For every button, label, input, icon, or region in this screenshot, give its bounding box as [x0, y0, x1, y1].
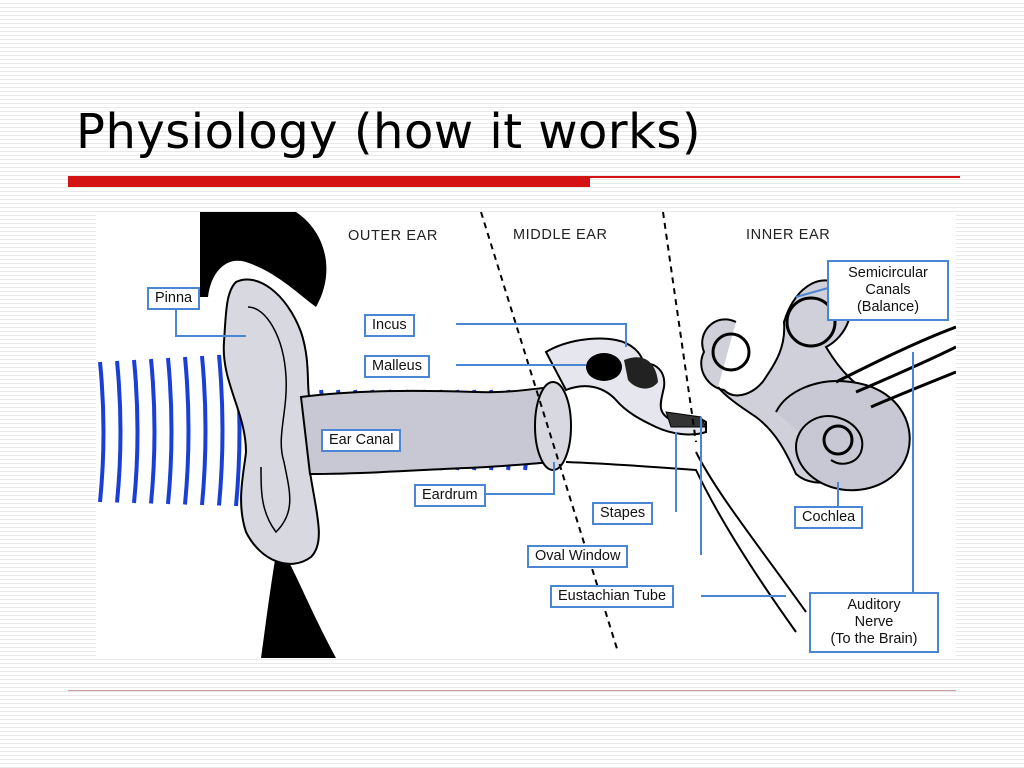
- label-oval-window: Oval Window: [527, 545, 629, 568]
- auditory-nerve-lines: [835, 325, 956, 409]
- title-underline-thin: [590, 176, 960, 178]
- pinna-shape: [222, 278, 320, 565]
- middle-inner-divider: [662, 212, 697, 443]
- ear-anatomy-diagram: OUTER EAR MIDDLE EAR INNER EAR Pinna Inc…: [96, 212, 956, 658]
- eustachian-tube-shape: [565, 461, 797, 633]
- label-ear-canal: Ear Canal: [321, 429, 402, 452]
- label-incus: Incus: [364, 314, 415, 337]
- leader-lines: [175, 287, 914, 597]
- label-eardrum: Eardrum: [414, 484, 486, 507]
- stapes-shape: [665, 411, 707, 428]
- sound-wave-arc: [132, 359, 140, 504]
- footer-divider: [68, 690, 956, 691]
- label-semicircular-canals: Semicircular Canals (Balance): [827, 260, 949, 321]
- label-cochlea: Cochlea: [794, 506, 864, 529]
- section-label-outer-ear: OUTER EAR: [348, 228, 438, 244]
- label-malleus: Malleus: [364, 355, 430, 378]
- ear-illustration: [98, 212, 956, 658]
- semicircular-loop-2: [711, 332, 751, 372]
- sound-wave-arc: [166, 357, 174, 505]
- section-label-middle-ear: MIDDLE EAR: [513, 227, 608, 243]
- label-pinna: Pinna: [147, 287, 201, 310]
- incus-body: [624, 357, 658, 389]
- sound-wave-arc: [98, 361, 106, 503]
- section-label-inner-ear: INNER EAR: [746, 227, 831, 243]
- eustachian-tube-inner: [695, 451, 807, 613]
- label-auditory-nerve: Auditory Nerve (To the Brain): [809, 592, 939, 653]
- cochlea-spiral-center: [822, 424, 854, 456]
- label-eustachian-tube: Eustachian Tube: [550, 585, 675, 608]
- label-stapes: Stapes: [592, 502, 654, 525]
- cochlea-shape: [775, 380, 911, 492]
- sound-wave-arc: [115, 360, 123, 503]
- slide-title: Physiology (how it works): [76, 104, 702, 160]
- pinna-inner: [247, 306, 291, 534]
- sound-wave-arc: [149, 358, 157, 504]
- sound-wave-arc: [200, 355, 208, 506]
- malleus-head: [586, 353, 622, 381]
- semicircular-loop-1: [785, 296, 837, 348]
- head-silhouette: [200, 212, 327, 307]
- earlobe-shadow: [261, 542, 336, 658]
- eardrum-shape: [534, 381, 572, 471]
- sound-wave-arc: [183, 356, 191, 505]
- title-underline-bar: [68, 176, 590, 187]
- sound-wave-arc: [217, 354, 225, 506]
